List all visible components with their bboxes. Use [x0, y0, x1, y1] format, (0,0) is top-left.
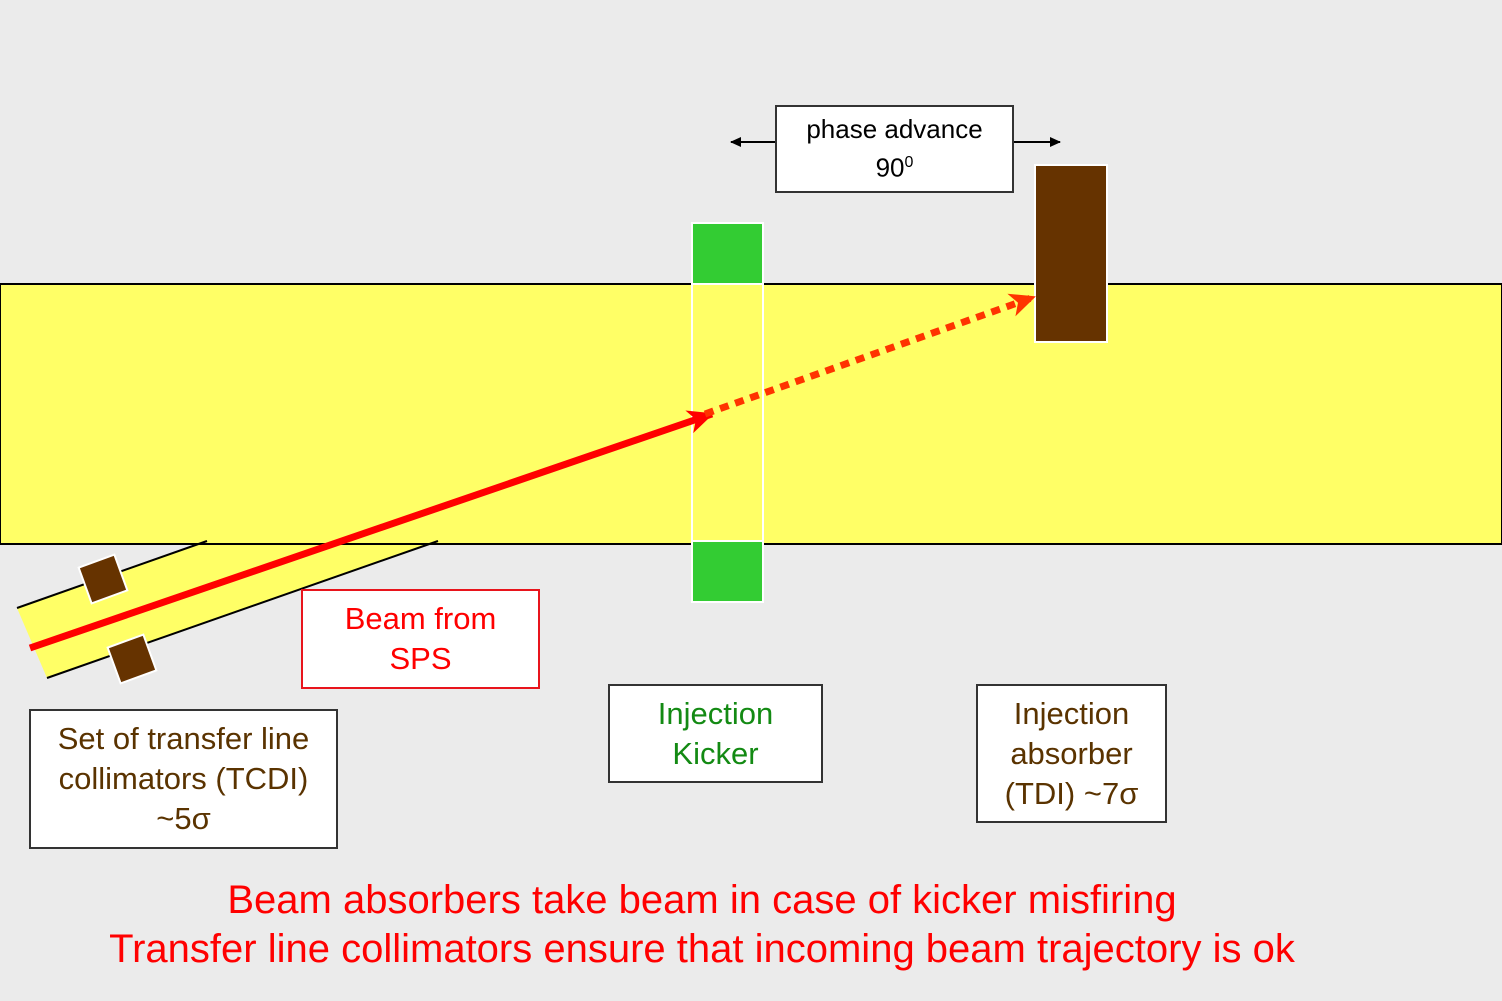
- kicker-upper: [691, 222, 764, 285]
- deflected-beam-trajectory: [703, 293, 1036, 418]
- footer-line-1: Beam absorbers take beam in case of kick…: [227, 878, 1177, 922]
- phase-advance-value: 90: [875, 152, 905, 183]
- tcdi-label: Set of transfer line collimators (TCDI) …: [29, 709, 338, 849]
- phase-advance-superscript: 0: [904, 154, 914, 172]
- injection-absorber-label: Injection absorber (TDI) ~7σ: [976, 684, 1167, 823]
- tcdi-label-line2: collimators (TCDI): [58, 761, 309, 796]
- tcdi-label-line1: Set of transfer line: [57, 721, 310, 756]
- tcdi-label-line3: ~5σ: [156, 801, 211, 836]
- tcdi-collimator-upper: [77, 553, 129, 605]
- tdi-label-line2: absorber: [1010, 735, 1133, 771]
- beam-from-sps-label: Beam from SPS: [301, 589, 540, 689]
- kicker-label-line1: Injection: [657, 695, 774, 731]
- beam-from-sps-line2: SPS: [389, 641, 452, 676]
- phase-advance-value-line: 900: [876, 146, 914, 185]
- tdi-absorber: [1034, 164, 1108, 343]
- footer-line-2: Transfer line collimators ensure that in…: [109, 927, 1295, 971]
- kicker-frame: [691, 283, 764, 544]
- beam-from-sps-line1: Beam from: [344, 601, 497, 636]
- beam-trajectory: [28, 410, 714, 652]
- phase-advance-label: phase advance 900: [775, 105, 1014, 193]
- kicker-label-line2: Kicker: [672, 735, 759, 771]
- phase-advance-text: phase advance: [806, 114, 983, 145]
- injection-kicker-label: Injection Kicker: [608, 684, 823, 783]
- kicker-lower: [691, 540, 764, 603]
- tdi-label-line3: (TDI) ~7σ: [1004, 775, 1139, 811]
- tcdi-collimator-lower: [106, 633, 158, 685]
- tdi-label-line1: Injection: [1013, 695, 1130, 731]
